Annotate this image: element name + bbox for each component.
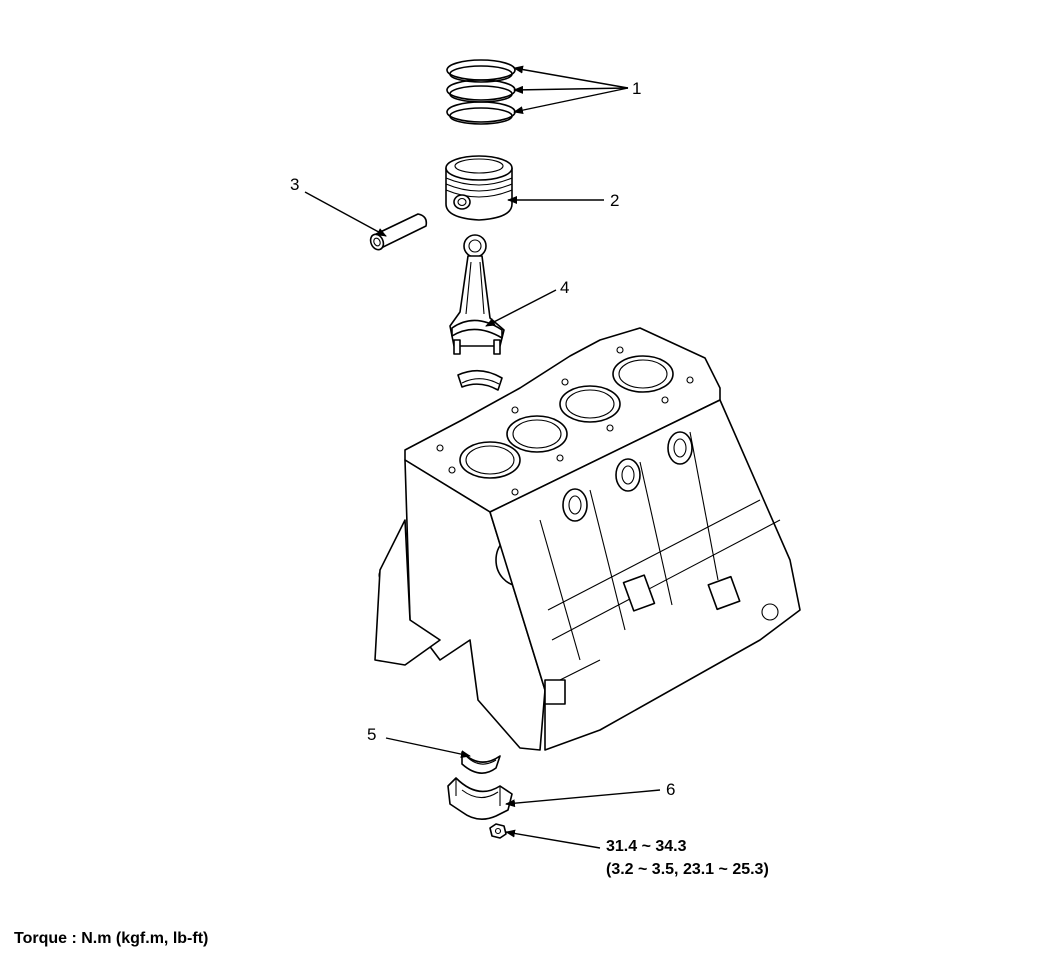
callout-2: 2 xyxy=(610,191,620,210)
callout-5: 5 xyxy=(367,725,377,744)
bearing-cap-icon xyxy=(447,777,513,820)
torque-unit-note: Torque : N.m (kgf.m, lb-ft) xyxy=(14,930,209,947)
callout-4: 4 xyxy=(560,278,570,297)
cap-nut-icon xyxy=(489,823,507,839)
piston-icon xyxy=(445,155,513,221)
cylinder-block-icon xyxy=(374,327,801,751)
torque-value: 31.4 ~ 34.3 xyxy=(606,838,687,855)
piston-pin-icon xyxy=(369,213,428,251)
connecting-rod-icon xyxy=(449,234,505,355)
callout-6: 6 xyxy=(666,780,676,799)
piston-rings-icon xyxy=(446,59,516,125)
torque-value-alt: (3.2 ~ 3.5, 23.1 ~ 25.3) xyxy=(606,861,769,878)
leader-lines xyxy=(304,65,661,849)
bearing-shell-upper-icon xyxy=(457,369,503,391)
bearing-shell-icon xyxy=(461,751,501,774)
callout-3: 3 xyxy=(290,175,300,194)
callout-1: 1 xyxy=(632,79,642,98)
